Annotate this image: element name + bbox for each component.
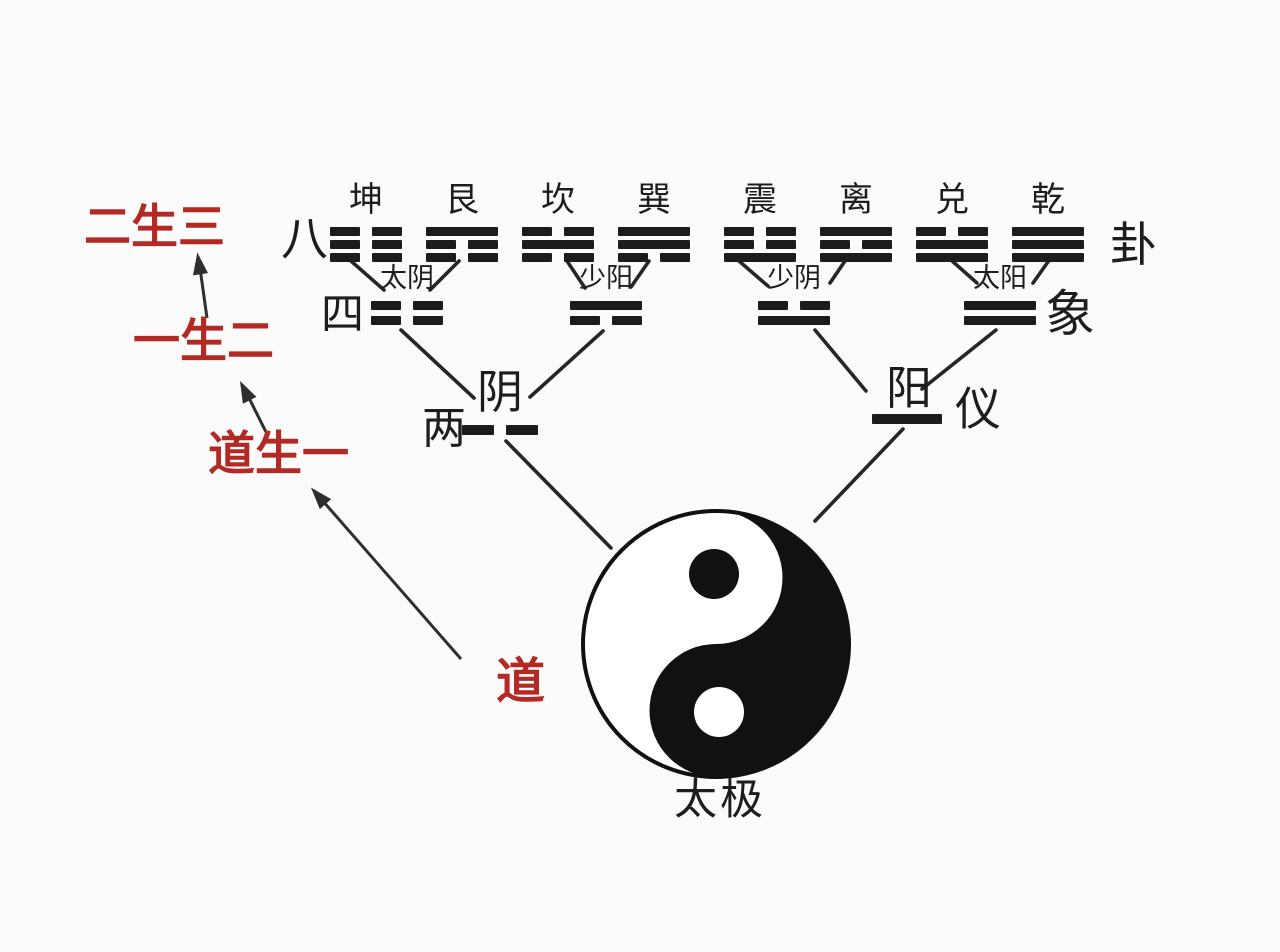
- yin-line-bar: [758, 301, 830, 310]
- yang-line-bar: [758, 316, 830, 325]
- liangyi-left-marker: 两: [422, 404, 466, 453]
- trigram-name-gen: 艮: [445, 182, 479, 219]
- sixiang-taiyang-glyph: [964, 301, 1036, 325]
- trigram-dui-glyph: [916, 227, 988, 262]
- bagua-right-marker: 卦: [1110, 220, 1157, 272]
- trigram-name-zhen: 震: [743, 182, 777, 219]
- taiji-symbol: [581, 509, 851, 779]
- yin-line-bar: [618, 253, 690, 262]
- connector-line: [565, 259, 587, 290]
- connector-line: [949, 258, 979, 285]
- yin-line-bar: [522, 227, 594, 236]
- trigram-name-kan: 坎: [541, 182, 575, 219]
- trigram-kan-glyph: [522, 227, 594, 262]
- yin-line-glyph: [462, 425, 538, 435]
- yang-line-bar: [618, 227, 690, 236]
- yin-line-bar: [570, 316, 642, 325]
- connector-line: [504, 439, 613, 550]
- yin-line-bar: [371, 301, 443, 310]
- yang-line-bar: [618, 240, 690, 249]
- yang-line-bar: [964, 301, 1036, 310]
- connector-line: [399, 328, 476, 400]
- arrow-yisheng-to-ersheng: [198, 267, 209, 319]
- yang-line-bar: [426, 227, 498, 236]
- yang-line-bar: [724, 253, 796, 262]
- taiji-black-eye: [689, 549, 739, 599]
- yang-line-bar: [964, 316, 1036, 325]
- trigram-name-qian: 乾: [1031, 182, 1065, 219]
- yin-line-bar: [820, 240, 892, 249]
- trigram-qian-glyph: [1012, 227, 1084, 262]
- yang-line-bar: [570, 301, 642, 310]
- sixiang-label-taiyin: 太阴: [380, 263, 434, 293]
- sixiang-shaoyin-glyph: [758, 301, 830, 325]
- yin-line-bar: [330, 227, 402, 236]
- connector-line: [737, 259, 770, 288]
- taiji-label: 太极: [674, 777, 766, 824]
- yin-line-bar: [371, 316, 443, 325]
- annotation-dao: 道: [496, 654, 546, 709]
- yin-line-bar: [916, 227, 988, 236]
- yang-line-bar: [820, 227, 892, 236]
- trigram-zhen-glyph: [724, 227, 796, 262]
- connector-line: [349, 259, 386, 292]
- yang-line-bar: [872, 414, 942, 424]
- yin-line-bar: [330, 240, 402, 249]
- sixiang-taiyin-glyph: [371, 301, 443, 325]
- sixiang-right-marker: 象: [1045, 286, 1095, 342]
- trigram-xun-glyph: [618, 227, 690, 262]
- yin-line-bar: [330, 253, 402, 262]
- trigram-li-glyph: [820, 227, 892, 262]
- trigram-name-xun: 巽: [637, 182, 671, 219]
- trigram-kun-glyph: [330, 227, 402, 262]
- arrowhead-icon: [239, 380, 257, 404]
- connector-line: [920, 328, 998, 391]
- yin-line-bar: [724, 240, 796, 249]
- connector-line: [428, 259, 461, 292]
- yin-line-bar: [724, 227, 796, 236]
- annotation-dao-sheng-yi: 道生一: [208, 429, 349, 481]
- connector-line: [813, 328, 868, 393]
- sixiang-left-marker: 四: [321, 292, 364, 339]
- liangyi-right-marker: 仪: [955, 384, 1001, 435]
- connector-lines: [349, 257, 1052, 550]
- yang-line-bar: [1012, 240, 1084, 249]
- connector-line: [828, 259, 847, 285]
- trigram-name-kun: 坤: [349, 182, 383, 219]
- yang-label: 阳: [886, 363, 932, 414]
- arrowhead-icon: [193, 252, 208, 276]
- trigram-name-dui: 兑: [935, 182, 969, 219]
- yang-line-bar: [820, 253, 892, 262]
- annotation-arrows: [193, 252, 463, 660]
- trigram-name-li: 离: [839, 182, 873, 219]
- yin-line-bar: [426, 253, 498, 262]
- yang-line-glyph: [872, 414, 942, 424]
- yang-line-bar: [916, 253, 988, 262]
- arrow-dao-to-daosheng: [320, 499, 463, 660]
- connector-line: [528, 329, 605, 399]
- sixiang-label-shaoyin: 少阴: [767, 263, 821, 293]
- yang-line-bar: [1012, 253, 1084, 262]
- arrowhead-icon: [310, 487, 332, 510]
- sixiang-label-shaoyang: 少阳: [579, 263, 633, 293]
- annotation-er-sheng-san: 二生三: [84, 202, 225, 254]
- connector-line: [1031, 257, 1052, 285]
- yin-line-bar: [522, 253, 594, 262]
- taiji-white-eye: [694, 687, 744, 737]
- yang-line-bar: [1012, 227, 1084, 236]
- annotation-yi-sheng-er: 一生二: [133, 316, 274, 368]
- yin-line-bar: [462, 425, 538, 435]
- arrow-daosheng-to-yisheng: [246, 395, 268, 433]
- connector-line: [813, 427, 905, 523]
- yin-line-bar: [426, 240, 498, 249]
- bagua-left-marker: 八: [281, 214, 328, 266]
- connector-line: [629, 259, 651, 289]
- yang-line-bar: [522, 240, 594, 249]
- yin-label: 阴: [477, 367, 523, 418]
- sixiang-shaoyang-glyph: [570, 301, 642, 325]
- yang-line-bar: [916, 240, 988, 249]
- sixiang-label-taiyang: 太阳: [973, 263, 1027, 293]
- trigram-gen-glyph: [426, 227, 498, 262]
